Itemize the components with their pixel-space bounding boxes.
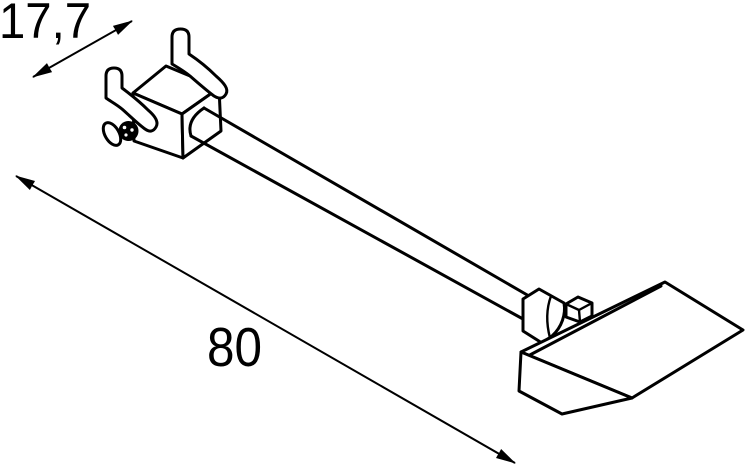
arm-bottom-edge <box>189 134 525 321</box>
screw-highlight <box>124 133 128 137</box>
screw-highlight <box>122 125 127 130</box>
bracket-dimension-label: 17,7 <box>0 0 91 49</box>
lamp-head-wedge-body <box>517 350 634 416</box>
arm-dimension: 80 <box>15 175 516 464</box>
arm-dimension-label: 80 <box>207 316 262 378</box>
head-mount-small-block-edges <box>564 301 594 324</box>
clamp-screw-head <box>118 121 139 141</box>
arm-top-edge <box>202 106 531 298</box>
bracket-dimension: 17,7 <box>0 0 133 78</box>
screw-highlight <box>130 128 134 132</box>
clamp-screw-tab <box>101 121 123 147</box>
lamp-head <box>517 280 745 416</box>
head-mount <box>521 287 594 345</box>
mounting-arm <box>189 106 531 321</box>
arm-boss-fillet <box>188 106 206 138</box>
clamp-bracket <box>101 27 229 160</box>
bracket-cube-right-face <box>180 86 223 160</box>
bracket-hook-rear <box>170 27 229 100</box>
lamp-head-back-lip <box>524 284 663 359</box>
clamp-screw <box>101 121 139 147</box>
arm-dimension-arrow <box>15 175 516 464</box>
bracket-dimension-arrow <box>32 20 133 78</box>
head-mount-big-block-edge <box>546 294 553 340</box>
